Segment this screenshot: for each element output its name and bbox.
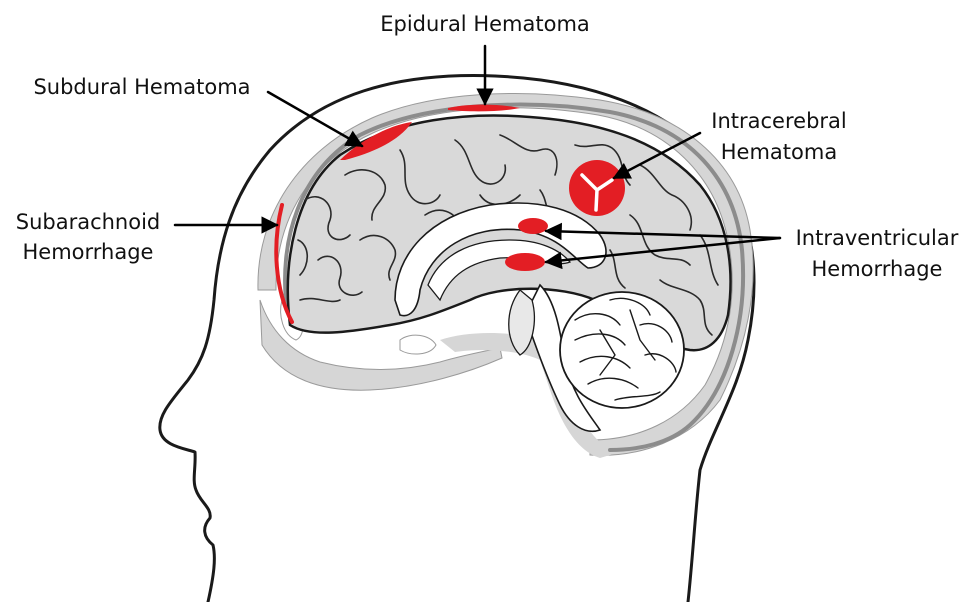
label-intracerebral-1: Intracerebral — [711, 109, 846, 133]
label-subdural: Subdural Hematoma — [33, 75, 250, 99]
intraventricular-bleed-upper — [518, 218, 548, 234]
sphenoid-sinus — [400, 335, 436, 354]
cerebellum — [560, 292, 684, 408]
label-epidural: Epidural Hematoma — [380, 12, 590, 36]
label-subarachnoid-2: Hemorrhage — [23, 240, 154, 264]
label-intracerebral-2: Hematoma — [721, 140, 837, 164]
label-intraventricular-2: Hemorrhage — [812, 257, 943, 281]
label-subarachnoid-1: Subarachnoid — [16, 210, 161, 234]
intraventricular-bleed-lower — [505, 253, 545, 271]
label-intraventricular-1: Intraventricular — [796, 226, 959, 250]
